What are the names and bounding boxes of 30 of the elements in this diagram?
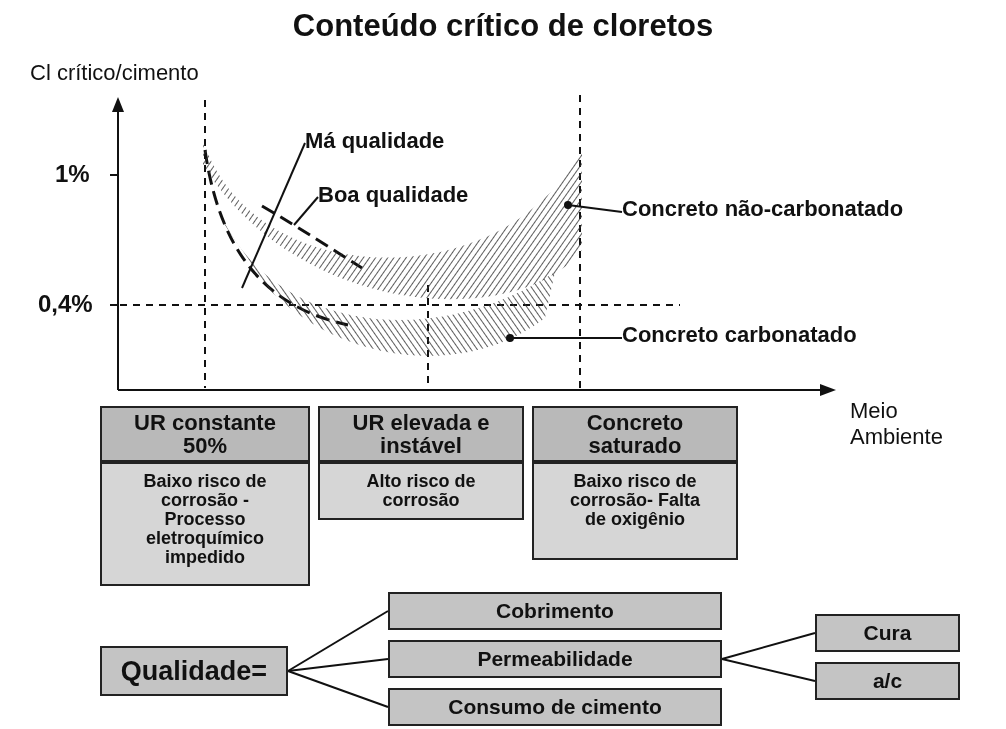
callout-label: Má qualidade — [305, 128, 535, 158]
connector-line — [721, 632, 816, 660]
quality-box: Consumo de cimento — [388, 688, 722, 726]
condition-description: Baixo risco de corrosão - Processo eletroquímico impedido — [100, 462, 310, 586]
quality-box: Qualidade= — [100, 646, 288, 696]
condition-header: UR constante 50% — [100, 406, 310, 462]
connector-line — [287, 610, 389, 672]
connector-line — [721, 658, 816, 682]
chart-title: Conteúdo crítico de cloretos — [291, 8, 715, 44]
leader-line — [241, 142, 306, 289]
condition-description: Baixo risco de corrosão- Falta de oxigênio — [532, 462, 738, 560]
condition-header: UR elevada e instável — [318, 406, 524, 462]
tick-label: 1% — [55, 160, 90, 188]
quality-box: Permeabilidade — [388, 640, 722, 678]
leader-line — [564, 201, 623, 213]
quality-box: Cura — [815, 614, 960, 652]
quality-box: Cobrimento — [388, 592, 722, 630]
leader-line — [293, 196, 319, 226]
callout-label: Concreto carbonatado — [622, 322, 952, 354]
axis-label: Meio Ambiente — [850, 398, 944, 451]
quality-box: a/c — [815, 662, 960, 700]
tick-label: 0,4% — [38, 290, 93, 318]
condition-description: Alto risco de corrosão — [318, 462, 524, 520]
condition-header: Concreto saturado — [532, 406, 738, 462]
axis-label: Cl crítico/cimento — [30, 60, 199, 86]
callout-label: Boa qualidade — [318, 182, 548, 212]
leader-line — [506, 334, 623, 342]
callout-label: Concreto não-carbonatado — [622, 196, 1002, 228]
connector-line — [287, 658, 389, 672]
connector-line — [287, 670, 389, 708]
